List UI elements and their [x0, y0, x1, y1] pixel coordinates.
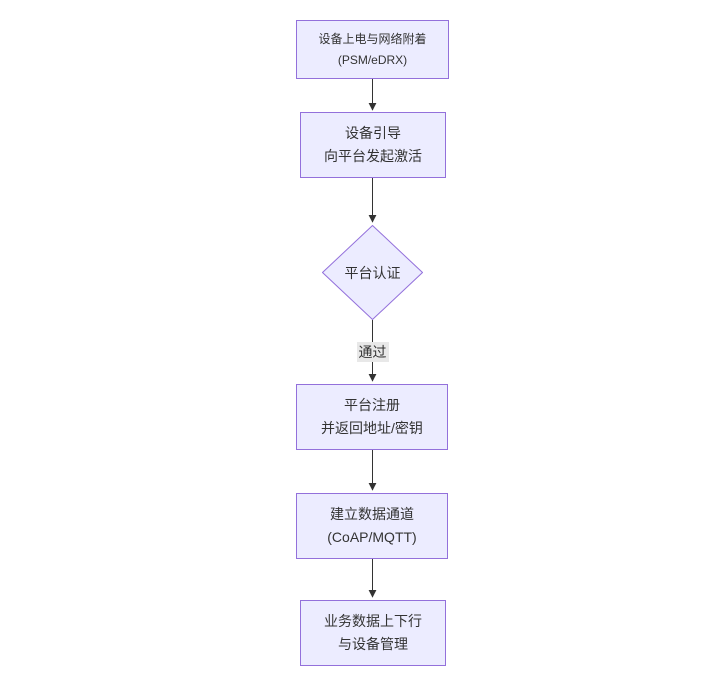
- node-platform-register-line2: 并返回地址/密钥: [321, 420, 423, 436]
- node-business-data: 业务数据上下行 与设备管理: [300, 600, 446, 666]
- node-bootstrap-line1: 设备引导: [345, 125, 401, 141]
- node-platform-auth-label: 平台认证: [344, 264, 401, 281]
- node-data-channel-line2: (CoAP/MQTT): [327, 529, 417, 545]
- node-data-channel-line1: 建立数据通道: [330, 506, 414, 522]
- node-platform-register-line1: 平台注册: [344, 397, 400, 413]
- edge-label-pass: 通过: [356, 342, 389, 362]
- node-power-attach-line2: (PSM/eDRX): [337, 52, 408, 67]
- diamond-shape: [322, 225, 423, 320]
- node-power-attach: 设备上电与网络附着 (PSM/eDRX): [296, 20, 449, 79]
- node-power-attach-line1: 设备上电与网络附着: [318, 31, 427, 46]
- node-business-data-line2: 与设备管理: [338, 636, 408, 652]
- node-platform-auth: 平台认证: [322, 225, 423, 320]
- node-business-data-line1: 业务数据上下行: [324, 613, 422, 629]
- node-bootstrap-line2: 向平台发起激活: [324, 148, 422, 164]
- node-data-channel: 建立数据通道 (CoAP/MQTT): [296, 493, 448, 559]
- node-platform-register: 平台注册 并返回地址/密钥: [296, 384, 448, 450]
- node-bootstrap: 设备引导 向平台发起激活: [300, 112, 446, 178]
